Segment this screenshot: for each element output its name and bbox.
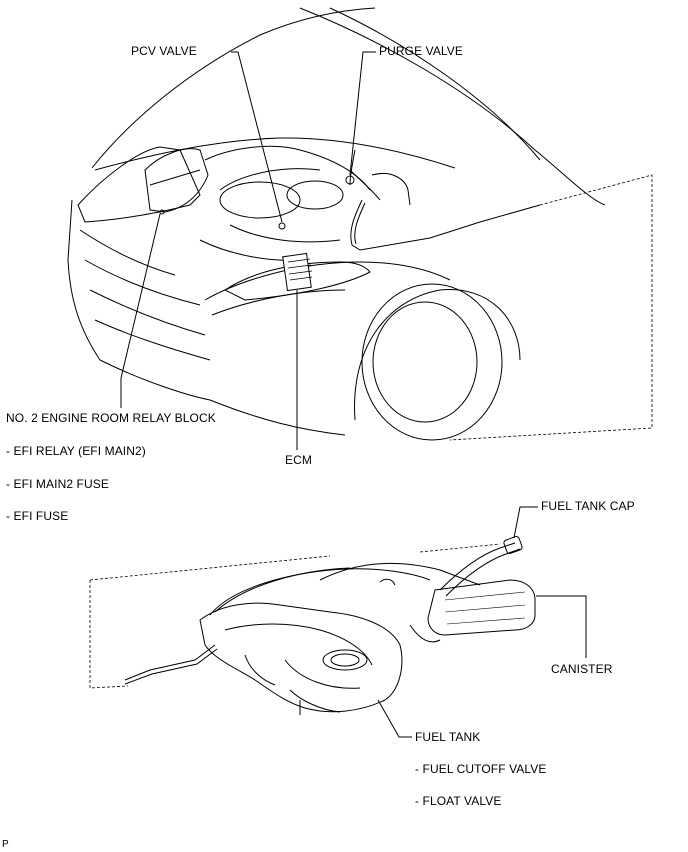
leader-relay-block	[120, 213, 161, 408]
leader-lines	[120, 51, 587, 738]
leader-fuel-tank	[377, 699, 412, 738]
leader-pcv-valve	[231, 51, 283, 223]
label-efi-main2-fuse: - EFI MAIN2 FUSE	[6, 477, 109, 491]
dashed-callout-frame-lower	[89, 543, 501, 689]
leader-fuel-tank-cap	[513, 506, 538, 539]
leader-canister	[536, 595, 587, 658]
label-canister: CANISTER	[551, 662, 613, 676]
car-front-drawing	[67, 7, 606, 441]
label-float-valve: - FLOAT VALVE	[415, 794, 502, 808]
label-fuel-tank-cap: FUEL TANK CAP	[541, 499, 635, 513]
label-fuel-cutoff-valve: - FUEL CUTOFF VALVE	[415, 762, 547, 776]
fuel-system-drawing	[124, 536, 536, 715]
corner-mark: P	[2, 839, 9, 850]
leader-purge-valve	[349, 51, 376, 176]
label-fuel-tank: FUEL TANK	[415, 730, 481, 744]
label-efi-fuse: - EFI FUSE	[6, 509, 69, 523]
label-purge-valve: PURGE VALVE	[379, 44, 464, 58]
label-efi-relay: - EFI RELAY (EFI MAIN2)	[6, 444, 146, 458]
dashed-callout-frame-upper	[449, 174, 653, 441]
label-pcv-valve: PCV VALVE	[131, 44, 197, 58]
label-relay-block: NO. 2 ENGINE ROOM RELAY BLOCK	[6, 411, 216, 425]
label-ecm: ECM	[285, 453, 312, 467]
